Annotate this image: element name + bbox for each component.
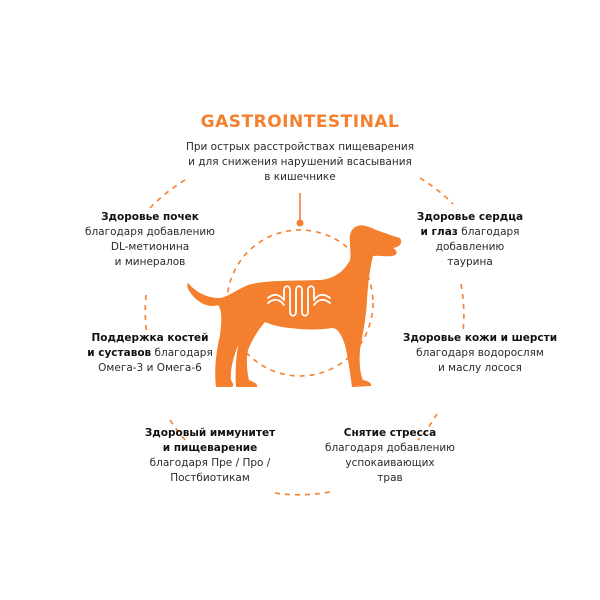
benefit-text: таурина <box>447 256 493 268</box>
benefit-immunity-digestion: Здоровый иммунитет и пищеварение благода… <box>120 426 300 486</box>
description-line: и для снижения нарушений всасывания <box>188 156 412 168</box>
benefit-bones-joints: Поддержка костей и суставов благодаря Ом… <box>50 331 250 376</box>
benefit-text: успокаивающих <box>345 457 435 469</box>
benefit-heading: Здоровье почек <box>101 211 199 223</box>
benefit-heading: и суставов <box>87 347 152 359</box>
gastrointestinal-description: При острых расстройствах пищеварения и д… <box>150 140 450 185</box>
description-line: в кишечнике <box>264 171 336 183</box>
benefit-heading: Здоровый иммунитет <box>144 427 276 439</box>
benefit-heart-eyes: Здоровье сердца и глаз благодаря добавле… <box>380 210 560 270</box>
outer-dashed-ring <box>144 177 465 496</box>
connector-dot <box>296 219 304 227</box>
benefit-text: Омега-3 и Омега-6 <box>98 362 202 374</box>
benefit-heading: Снятие стресса <box>343 427 437 439</box>
benefit-text: благодаря водорослям <box>416 347 544 359</box>
benefit-text: благодаря добавлению <box>84 226 216 238</box>
benefit-kidney: Здоровье почек благодаря добавлению DL-м… <box>60 210 240 270</box>
benefit-text: трав <box>377 472 403 484</box>
benefit-text: благодаря <box>457 226 520 238</box>
inner-dashed-circle <box>226 229 374 377</box>
benefit-text: и минералов <box>114 256 186 268</box>
benefit-heading: Поддержка костей <box>91 332 209 344</box>
benefit-text: благодаря <box>151 347 213 359</box>
description-line: При острых расстройствах пищеварения <box>185 141 415 153</box>
benefit-skin-coat: Здоровье кожи и шерсти благодаря водорос… <box>380 331 580 376</box>
dog-silhouette-icon <box>187 225 402 387</box>
benefit-text: DL-метионина <box>110 241 190 253</box>
benefit-text: благодаря Пре / Про / <box>149 457 271 469</box>
benefit-heading: и глаз <box>420 226 458 238</box>
benefit-stress-relief: Снятие стресса благодаря добавлению успо… <box>300 426 480 486</box>
benefit-text: благодаря добавлению <box>324 442 456 454</box>
benefit-heading: Здоровье кожи и шерсти <box>402 332 558 344</box>
benefit-heading: и пищеварение <box>162 442 258 454</box>
intestine-icon <box>267 285 331 317</box>
benefit-text: и маслу лосося <box>438 362 522 374</box>
section-title: GASTROINTESTINAL <box>200 112 400 132</box>
benefit-text: Постбиотикам <box>170 472 250 484</box>
benefit-heading: Здоровье сердца <box>416 211 524 223</box>
benefit-text: добавлению <box>435 241 505 253</box>
